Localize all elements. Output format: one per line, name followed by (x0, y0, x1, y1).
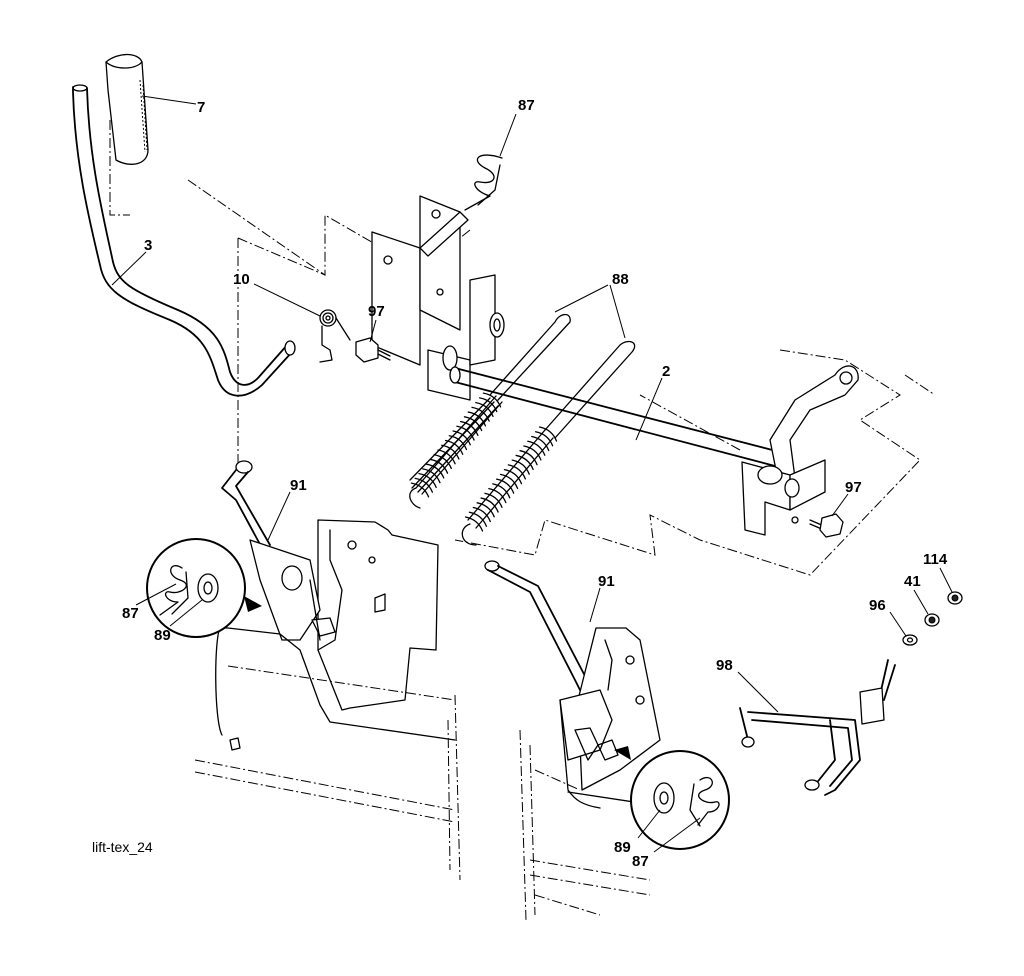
link-rod-part-91-left (221, 460, 275, 558)
spring-coil-turn (478, 397, 498, 413)
left-deck-outline (194, 627, 461, 881)
alignment-lines (109, 120, 936, 576)
right-lift-arm-bracket (741, 365, 859, 536)
callout-97-left: 97 (368, 303, 385, 320)
nut-part-114 (947, 591, 963, 605)
bolt-part-97-right (809, 513, 844, 538)
callout-114: 114 (923, 551, 948, 568)
callout-98: 98 (716, 657, 733, 674)
spring-coil-turn (492, 483, 511, 499)
spring-coils (410, 392, 558, 532)
spring-coil-turn (496, 478, 515, 494)
spring-coil-turn (418, 473, 437, 489)
washer-part-96 (902, 634, 918, 646)
spring-coil-turn (488, 487, 507, 504)
nut-part-41 (924, 613, 940, 627)
lift-shaft-part-2 (449, 366, 781, 467)
spring-coil-turn (410, 482, 430, 498)
hairpin-clip-top (464, 154, 503, 211)
spring-coil-turn (444, 439, 464, 455)
spring-coil-turn (523, 445, 542, 461)
spring-coil-turn (448, 435, 468, 451)
torsion-spring-part-10 (319, 309, 351, 363)
callout-96: 96 (869, 597, 886, 614)
bolt-part-97-left (355, 337, 391, 363)
spring-coil-turn (464, 516, 484, 532)
callout-3: 3 (144, 237, 152, 254)
spring-coil-turn (441, 444, 460, 460)
spring-coil-turn (476, 502, 495, 518)
leader-lines (111, 95, 953, 853)
callout-2: 2 (662, 363, 670, 380)
spring-coil-turn (425, 463, 445, 479)
detail-circle-bottom (614, 746, 730, 850)
detail-circle-left (146, 538, 262, 638)
spring-coil-turn (503, 468, 523, 485)
spring-coil-turn (433, 454, 452, 470)
spring-coil-turn (456, 425, 475, 441)
spring-coil-turn (468, 511, 488, 527)
shift-lever-part-3 (72, 84, 296, 397)
left-side-plate (249, 519, 439, 711)
spring-coil-turn (471, 406, 490, 422)
spring-coil-turn (422, 468, 441, 484)
callout-labels: 7 87 3 10 97 88 2 97 91 87 89 91 114 41 … (122, 97, 948, 870)
spring-coil-turn (519, 450, 538, 466)
spring-coil-turn (472, 506, 491, 523)
callout-10: 10 (233, 271, 250, 288)
callout-89-bottom: 89 (614, 839, 631, 856)
callout-87-top: 87 (518, 97, 535, 114)
spring-coil-turn (531, 435, 550, 452)
spring-coil-turn (480, 497, 499, 513)
spring-coil-turn (467, 411, 487, 427)
spring-coil-turn (482, 392, 502, 408)
callout-97-right: 97 (845, 479, 862, 496)
callout-7: 7 (197, 99, 205, 116)
spring-coil-turn (511, 459, 530, 475)
spring-coil-turn (499, 473, 519, 490)
handle-grip-part-7 (105, 53, 149, 165)
right-side-plate (559, 627, 661, 791)
spring-coil-turn (463, 416, 483, 432)
spring-coil-turn (414, 477, 434, 493)
callout-87-bottom: 87 (632, 853, 649, 870)
lift-link-part-98 (739, 659, 896, 796)
callout-87-left: 87 (122, 605, 139, 622)
spring-coil-turn (452, 430, 471, 446)
spring-coil-turn (507, 464, 526, 480)
spring-coil-turn (527, 440, 546, 456)
callout-41: 41 (904, 573, 921, 590)
spring-coil-turn (437, 449, 456, 465)
callout-91-left: 91 (290, 477, 307, 494)
spring-coil-turn (475, 401, 494, 417)
spring-coil-turn (538, 426, 558, 442)
spring-coil-turn (429, 458, 449, 474)
spring-coil-turn (484, 492, 503, 508)
spring-coil-turn (515, 454, 534, 471)
extension-springs-part-88 (409, 313, 636, 546)
lift-bracket (371, 195, 505, 401)
callout-88: 88 (612, 271, 629, 288)
spring-coil-turn (460, 420, 479, 436)
spring-coil-turn (534, 431, 554, 447)
callout-89-left: 89 (154, 627, 171, 644)
callout-91-right: 91 (598, 573, 615, 590)
drawing-caption: lift-tex_24 (92, 839, 153, 855)
